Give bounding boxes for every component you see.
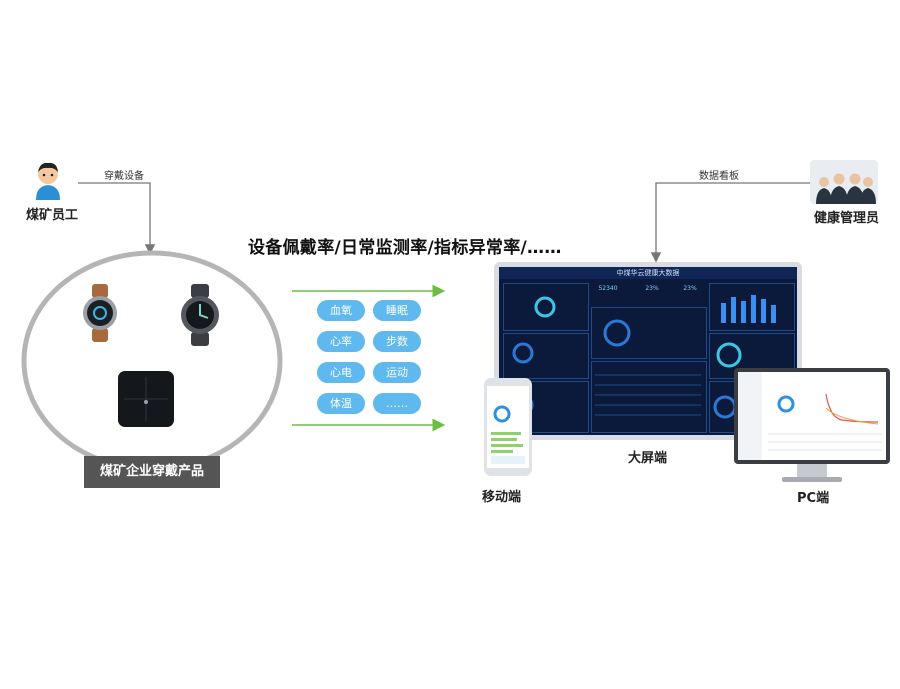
pc-screen <box>738 372 886 460</box>
metric-pill: 步数 <box>373 331 421 352</box>
manager-label: 健康管理员 <box>814 211 880 226</box>
watch-sport-icon <box>178 284 222 350</box>
dashboard-title: 中煤华云健康大数据 <box>616 269 680 277</box>
mobile-label: 移动端 <box>482 490 522 505</box>
worker-edge-label: 穿戴设备 <box>104 171 144 182</box>
worker-to-devices-arrow <box>78 182 156 255</box>
watch-leather-icon <box>80 284 120 346</box>
pc-stand <box>797 464 827 478</box>
metric-pill: 体温 <box>317 393 365 414</box>
metric-pill: 心电 <box>317 362 365 383</box>
manager-edge-label: 数据看板 <box>699 171 739 182</box>
metric-pill: 睡眠 <box>373 300 421 321</box>
worker-avatar-icon <box>30 158 66 206</box>
headline-metrics-text: 设备佩戴率/日常监测率/指标异常率/…… <box>248 238 562 258</box>
mobile-phone-frame <box>484 378 532 476</box>
body-scale-icon <box>118 371 174 427</box>
pc-label: PC端 <box>797 491 830 506</box>
wearable-products-ring <box>21 250 283 472</box>
manager-to-dashboard-arrow <box>650 182 812 263</box>
dashboard-kpi: 52340 <box>598 285 618 292</box>
product-group-label: 煤矿企业穿戴产品 <box>84 456 220 488</box>
metric-pill: 运动 <box>373 362 421 383</box>
manager-group-photo-icon <box>810 160 878 204</box>
mobile-screen <box>487 386 529 468</box>
pc-base <box>782 477 842 482</box>
pc-monitor-frame <box>734 368 890 464</box>
big-screen-label: 大屏端 <box>628 451 668 466</box>
dashboard-kpi: 23% <box>683 285 697 292</box>
metric-pill: 血氧 <box>317 300 365 321</box>
dashboard-kpi: 23% <box>645 285 659 292</box>
metric-pill: …… <box>373 393 421 414</box>
metric-pill: 心率 <box>317 331 365 352</box>
worker-label: 煤矿员工 <box>26 208 79 223</box>
